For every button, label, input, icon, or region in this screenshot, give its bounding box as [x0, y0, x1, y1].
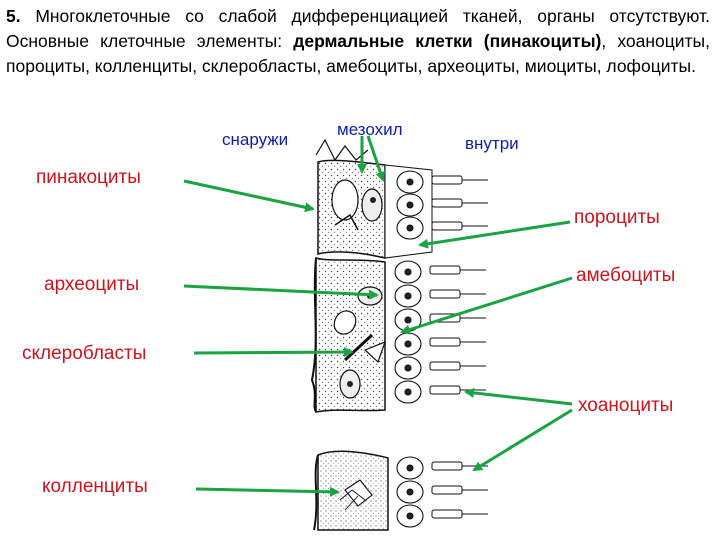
- item-number: 5.: [6, 6, 21, 26]
- label-mesohyl: мезохил: [337, 120, 403, 139]
- label-inside: внутри: [465, 134, 519, 153]
- label-pinacocytes: пинакоциты: [36, 167, 141, 188]
- label-archaeocytes: археоциты: [44, 274, 140, 295]
- arrow-collencytes: [195, 486, 340, 497]
- arrow-archaeocytes: [183, 284, 379, 300]
- intro-text: Многоклеточные со слабой дифференциацией…: [6, 6, 710, 51]
- arrow-sclerocytes: [193, 347, 354, 358]
- label-arrows: [183, 135, 573, 497]
- arrow-amoebocytes: [400, 276, 573, 335]
- label-sclerocytes: склеробласты: [22, 343, 147, 364]
- description-paragraph: 5. Многоклеточные со слабой дифференциац…: [6, 4, 710, 79]
- arrow-mesohyl-2: [366, 135, 386, 182]
- label-outside: снаружи: [222, 130, 289, 149]
- label-porocytes: пороциты: [574, 207, 660, 228]
- arrow-choanocytes-1: [464, 387, 573, 406]
- label-amoebocytes: амебоциты: [576, 265, 676, 286]
- bottom-block: [313, 450, 488, 531]
- top-block: [315, 138, 488, 259]
- bold-term: дермальные клетки (пинакоциты): [293, 31, 602, 51]
- label-choanocytes: хоаноциты: [578, 395, 674, 416]
- rest-text: , хоаноциты, пороциты, колленциты, склер…: [6, 31, 710, 76]
- arrow-choanocytes-2: [472, 408, 573, 472]
- label-collencytes: колленциты: [42, 476, 148, 497]
- arrow-pinacocytes: [183, 179, 315, 213]
- arrow-porocytes: [418, 220, 571, 249]
- middle-block: [310, 257, 486, 413]
